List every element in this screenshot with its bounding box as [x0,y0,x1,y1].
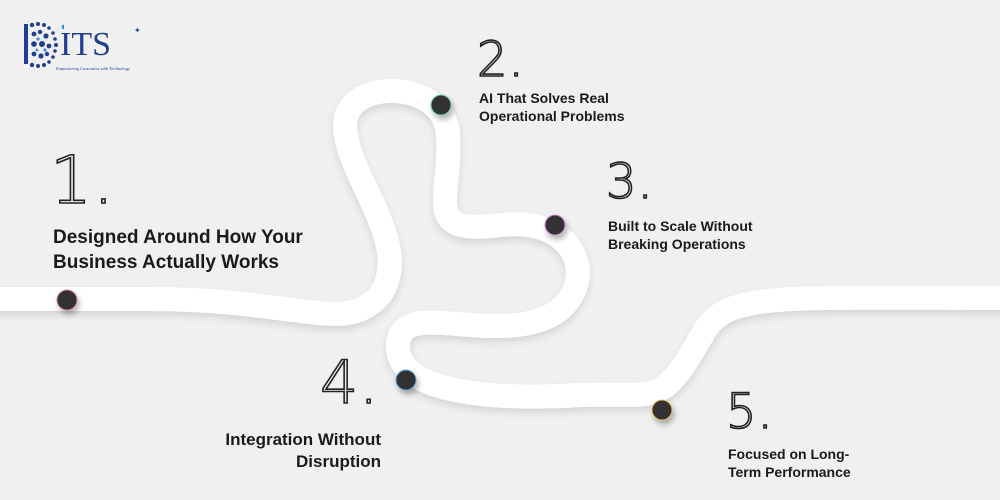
step-text-1-line-1: Designed Around How Your [53,227,303,248]
step-text-1: Designed Around How Your Business Actual… [53,226,303,275]
step-text-3-line-1: Built to Scale Without [608,218,753,234]
step-node-4 [395,369,417,391]
step-text-3: Built to Scale Without Breaking Operatio… [608,217,753,253]
step-node-5 [651,399,673,421]
step-text-3-line-2: Breaking Operations [608,236,746,253]
step-text-4: Integration Without Disruption [200,429,381,473]
step-number-3: 3. [605,154,654,210]
step-number-2: 2. [476,32,525,88]
brand-tagline: Empowering Customers with Technology [56,66,130,71]
step-number-1: 1. [49,142,115,219]
step-text-5: Focused on Long- Term Performance [728,445,851,481]
step-text-5-line-2: Term Performance [728,464,851,481]
logo-dots-icon [24,22,64,68]
step-text-2-line-2: Operational Problems [479,108,625,125]
step-number-5: 5. [725,384,774,440]
step-text-2-line-1: AI That Solves Real [479,90,609,106]
step-text-2: AI That Solves Real Operational Problems [479,89,624,125]
brand-logo: ITS Empowering Customers with Technology… [20,20,141,76]
step-node-3 [544,214,566,236]
step-node-1 [56,289,78,311]
step-text-1-line-2: Business Actually Works [53,251,279,273]
step-node-2 [430,94,452,116]
step-number-4: 4. [319,348,380,418]
step-text-5-line-1: Focused on Long- [728,446,850,462]
brand-name: ITS [60,26,111,63]
trademark-icon: ✦ [134,26,141,35]
step-text-4-line-2: Disruption [296,452,381,472]
step-text-4-line-1: Integration Without [225,430,381,449]
